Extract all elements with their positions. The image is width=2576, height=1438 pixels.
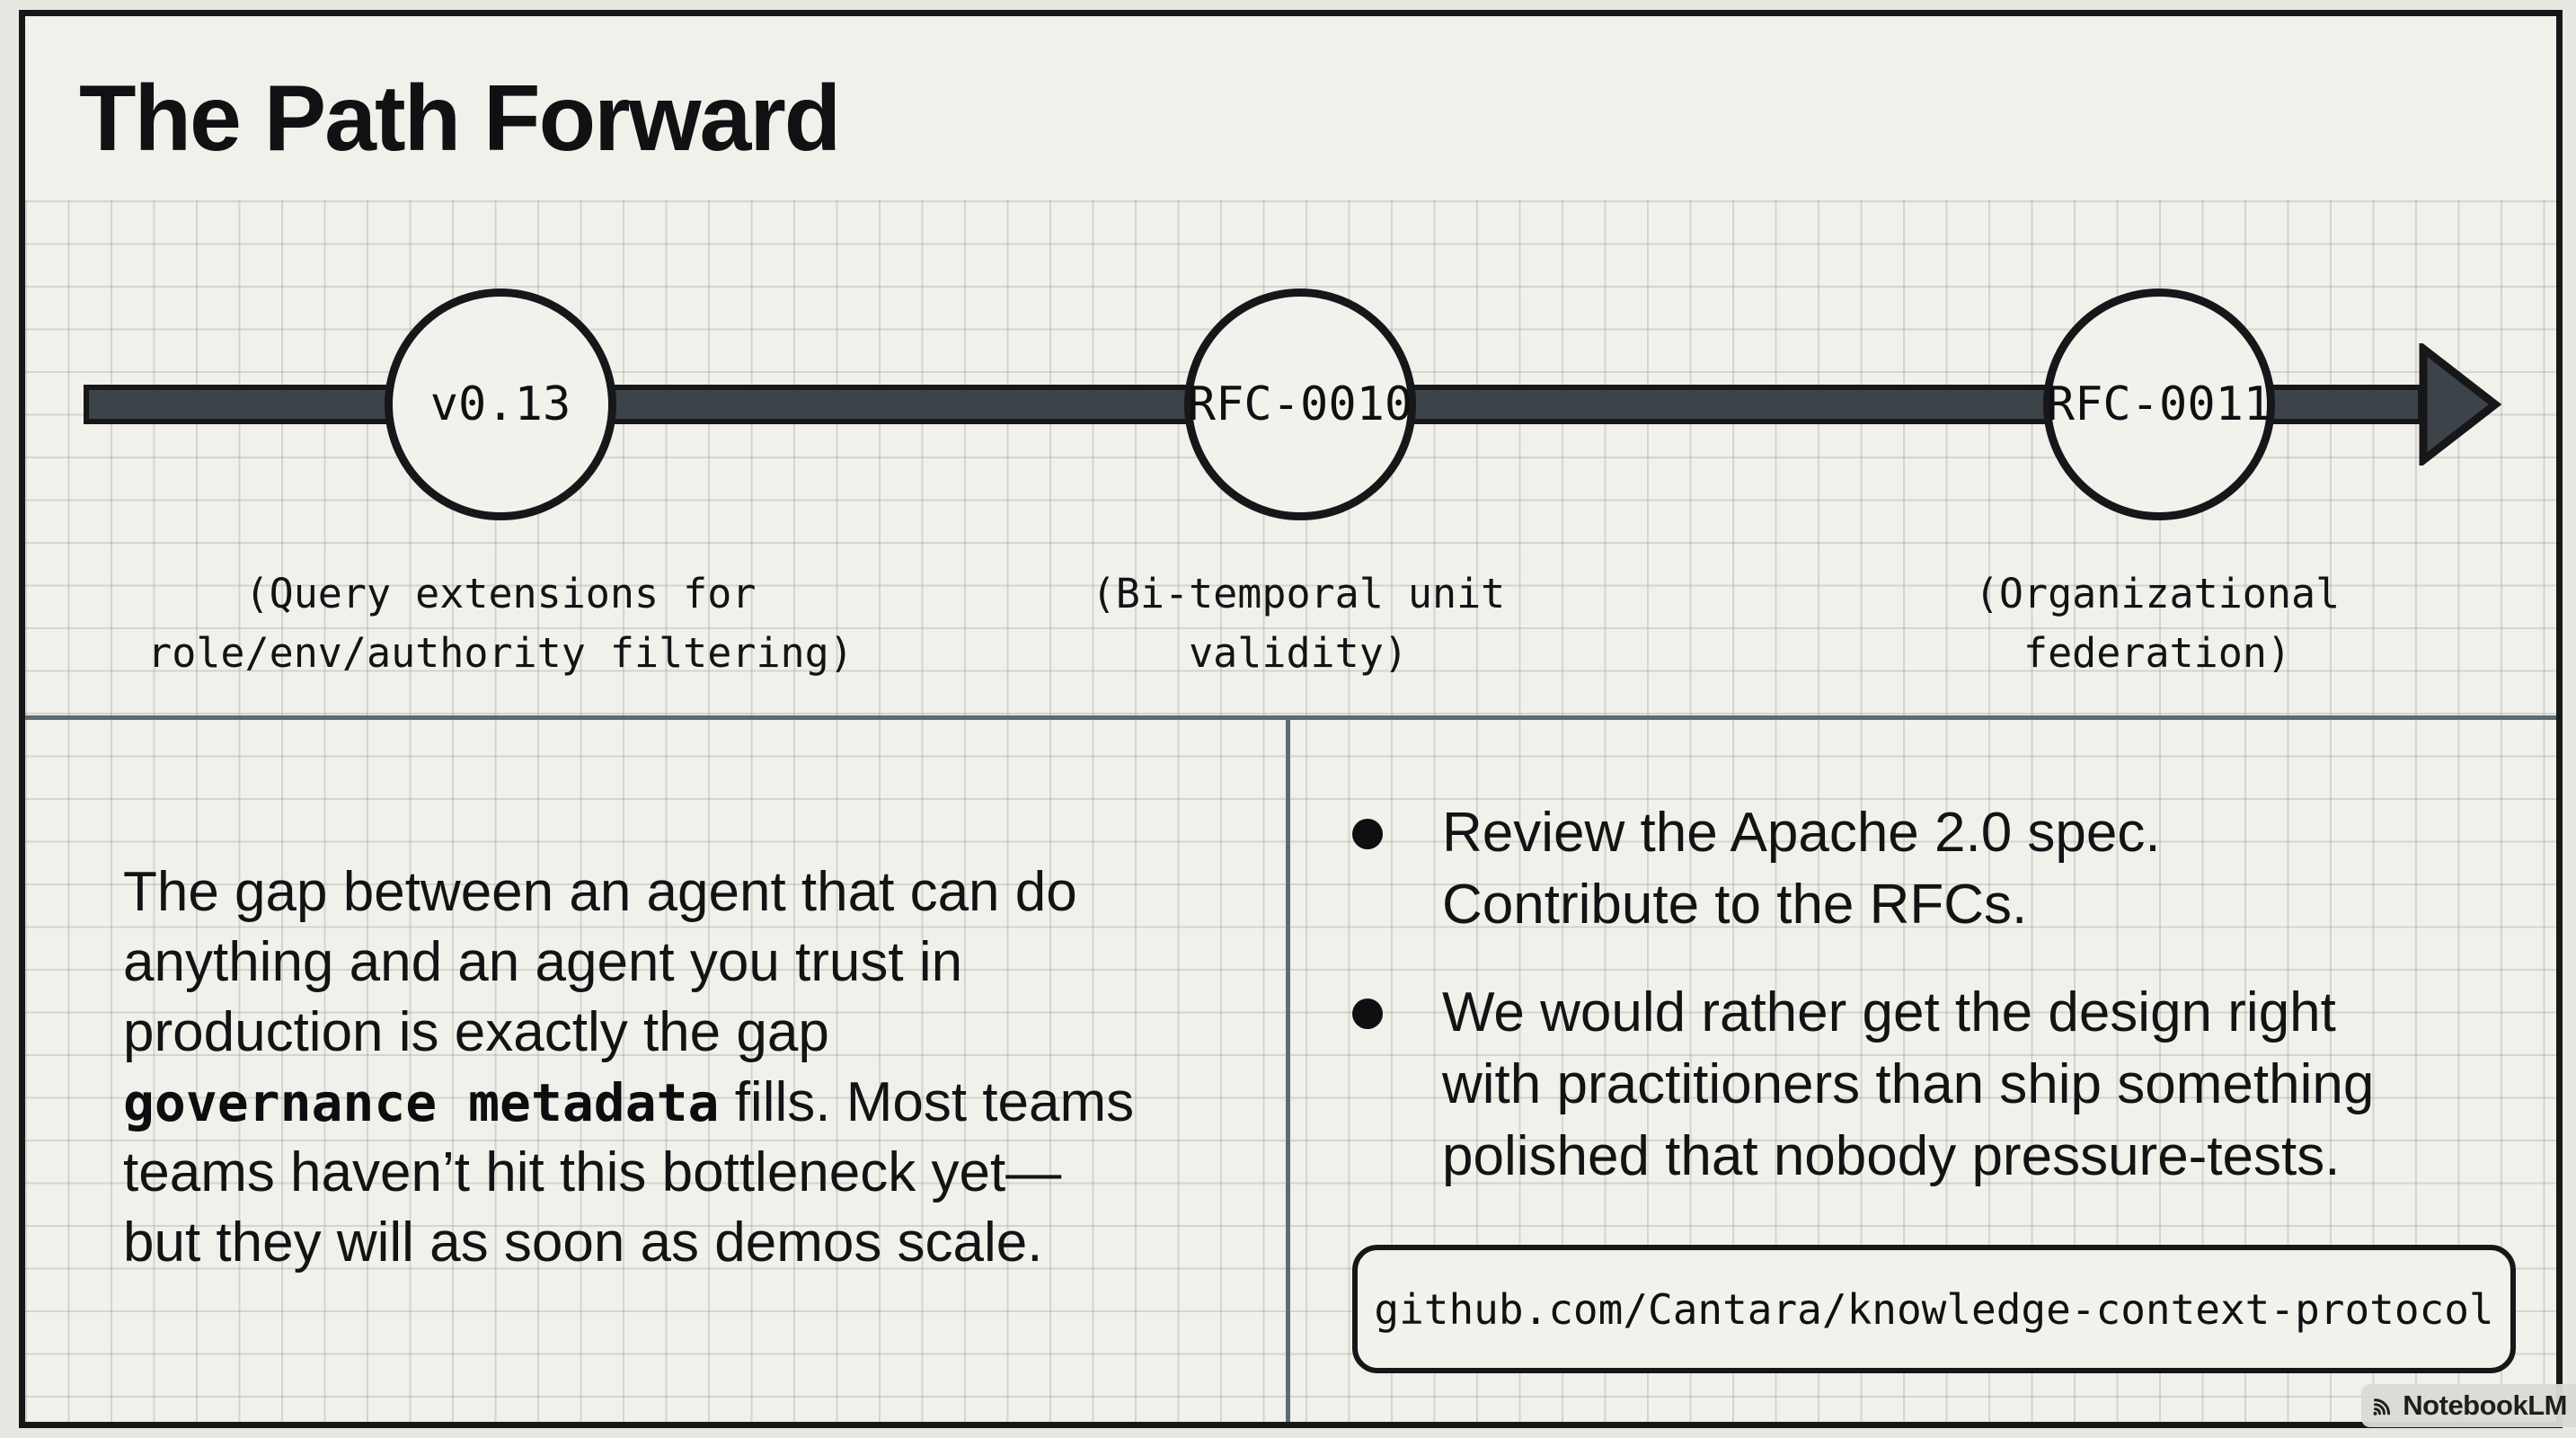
repo-link-box: github.com/Cantara/knowledge-context-pro… bbox=[1352, 1245, 2516, 1373]
paragraph-line: teams haven’t hit this bottleneck yet— bbox=[123, 1141, 1062, 1203]
caption-line: validity) bbox=[1189, 629, 1408, 677]
milestone-node-rfc0010: RFC-0010 bbox=[1184, 288, 1416, 520]
paragraph-line: governance metadata fills. Most teams bbox=[123, 1068, 1291, 1138]
milestone-label: v0.13 bbox=[429, 377, 571, 431]
caption-line: federation) bbox=[2023, 629, 2291, 677]
caption-line: (Organizational bbox=[1974, 570, 2341, 617]
paragraph-line: anything and an agent you trust in bbox=[123, 931, 963, 993]
bullet-line: polished that nobody pressure-tests. bbox=[1442, 1125, 2341, 1187]
bullet-dot bbox=[1352, 819, 1383, 849]
horizontal-divider bbox=[25, 715, 2556, 720]
bullet-dot bbox=[1352, 999, 1383, 1029]
timeline-arrowhead-icon bbox=[2419, 343, 2502, 466]
milestone-caption-rfc0010: (Bi-temporal unit validity) bbox=[804, 564, 1793, 683]
milestone-caption-v013: (Query extensions for role/env/authority… bbox=[6, 564, 995, 683]
milestone-caption-rfc0011: (Organizational federation) bbox=[1663, 564, 2576, 683]
slide-title: The Path Forward bbox=[79, 67, 841, 171]
bullet-item-2: We would rather get the design right wit… bbox=[1442, 977, 2574, 1193]
bullet-item-1: Review the Apache 2.0 spec. Contribute t… bbox=[1442, 797, 2574, 941]
paragraph-line: production is exactly the gap bbox=[123, 1001, 829, 1063]
bullet-line: Review the Apache 2.0 spec. bbox=[1442, 802, 2161, 864]
bullet-line: with practitioners than ship something bbox=[1442, 1053, 2375, 1115]
left-panel-text: The gap between an agent that can do any… bbox=[123, 857, 1291, 1278]
notebooklm-logo-icon bbox=[2373, 1398, 2391, 1416]
repo-link-text: github.com/Cantara/knowledge-context-pro… bbox=[1374, 1284, 2494, 1334]
milestone-label: RFC-0011 bbox=[2046, 377, 2272, 431]
caption-line: (Bi-temporal unit bbox=[1091, 570, 1506, 617]
paragraph-line: The gap between an agent that can do bbox=[123, 861, 1077, 923]
milestone-node-rfc0011: RFC-0011 bbox=[2043, 288, 2275, 520]
watermark-label: NotebookLM bbox=[2403, 1389, 2567, 1421]
milestone-node-v013: v0.13 bbox=[385, 288, 616, 520]
caption-line: (Query extensions for bbox=[244, 570, 757, 617]
milestone-label: RFC-0010 bbox=[1187, 377, 1413, 431]
caption-line: role/env/authority filtering) bbox=[147, 629, 854, 677]
bullet-line: We would rather get the design right bbox=[1442, 981, 2336, 1043]
emphasis-governance-metadata: governance metadata bbox=[123, 1072, 720, 1133]
slide-frame: The Path Forward v0.13 RFC-0010 RFC-0011… bbox=[19, 10, 2563, 1428]
bullet-line: Contribute to the RFCs. bbox=[1442, 874, 2028, 936]
vertical-divider bbox=[1286, 715, 1290, 1422]
notebooklm-watermark: NotebookLM bbox=[2361, 1384, 2576, 1427]
paragraph-line: but they will as soon as demos scale. bbox=[123, 1212, 1043, 1274]
paragraph-line-rest: fills. Most teams bbox=[719, 1071, 1135, 1133]
